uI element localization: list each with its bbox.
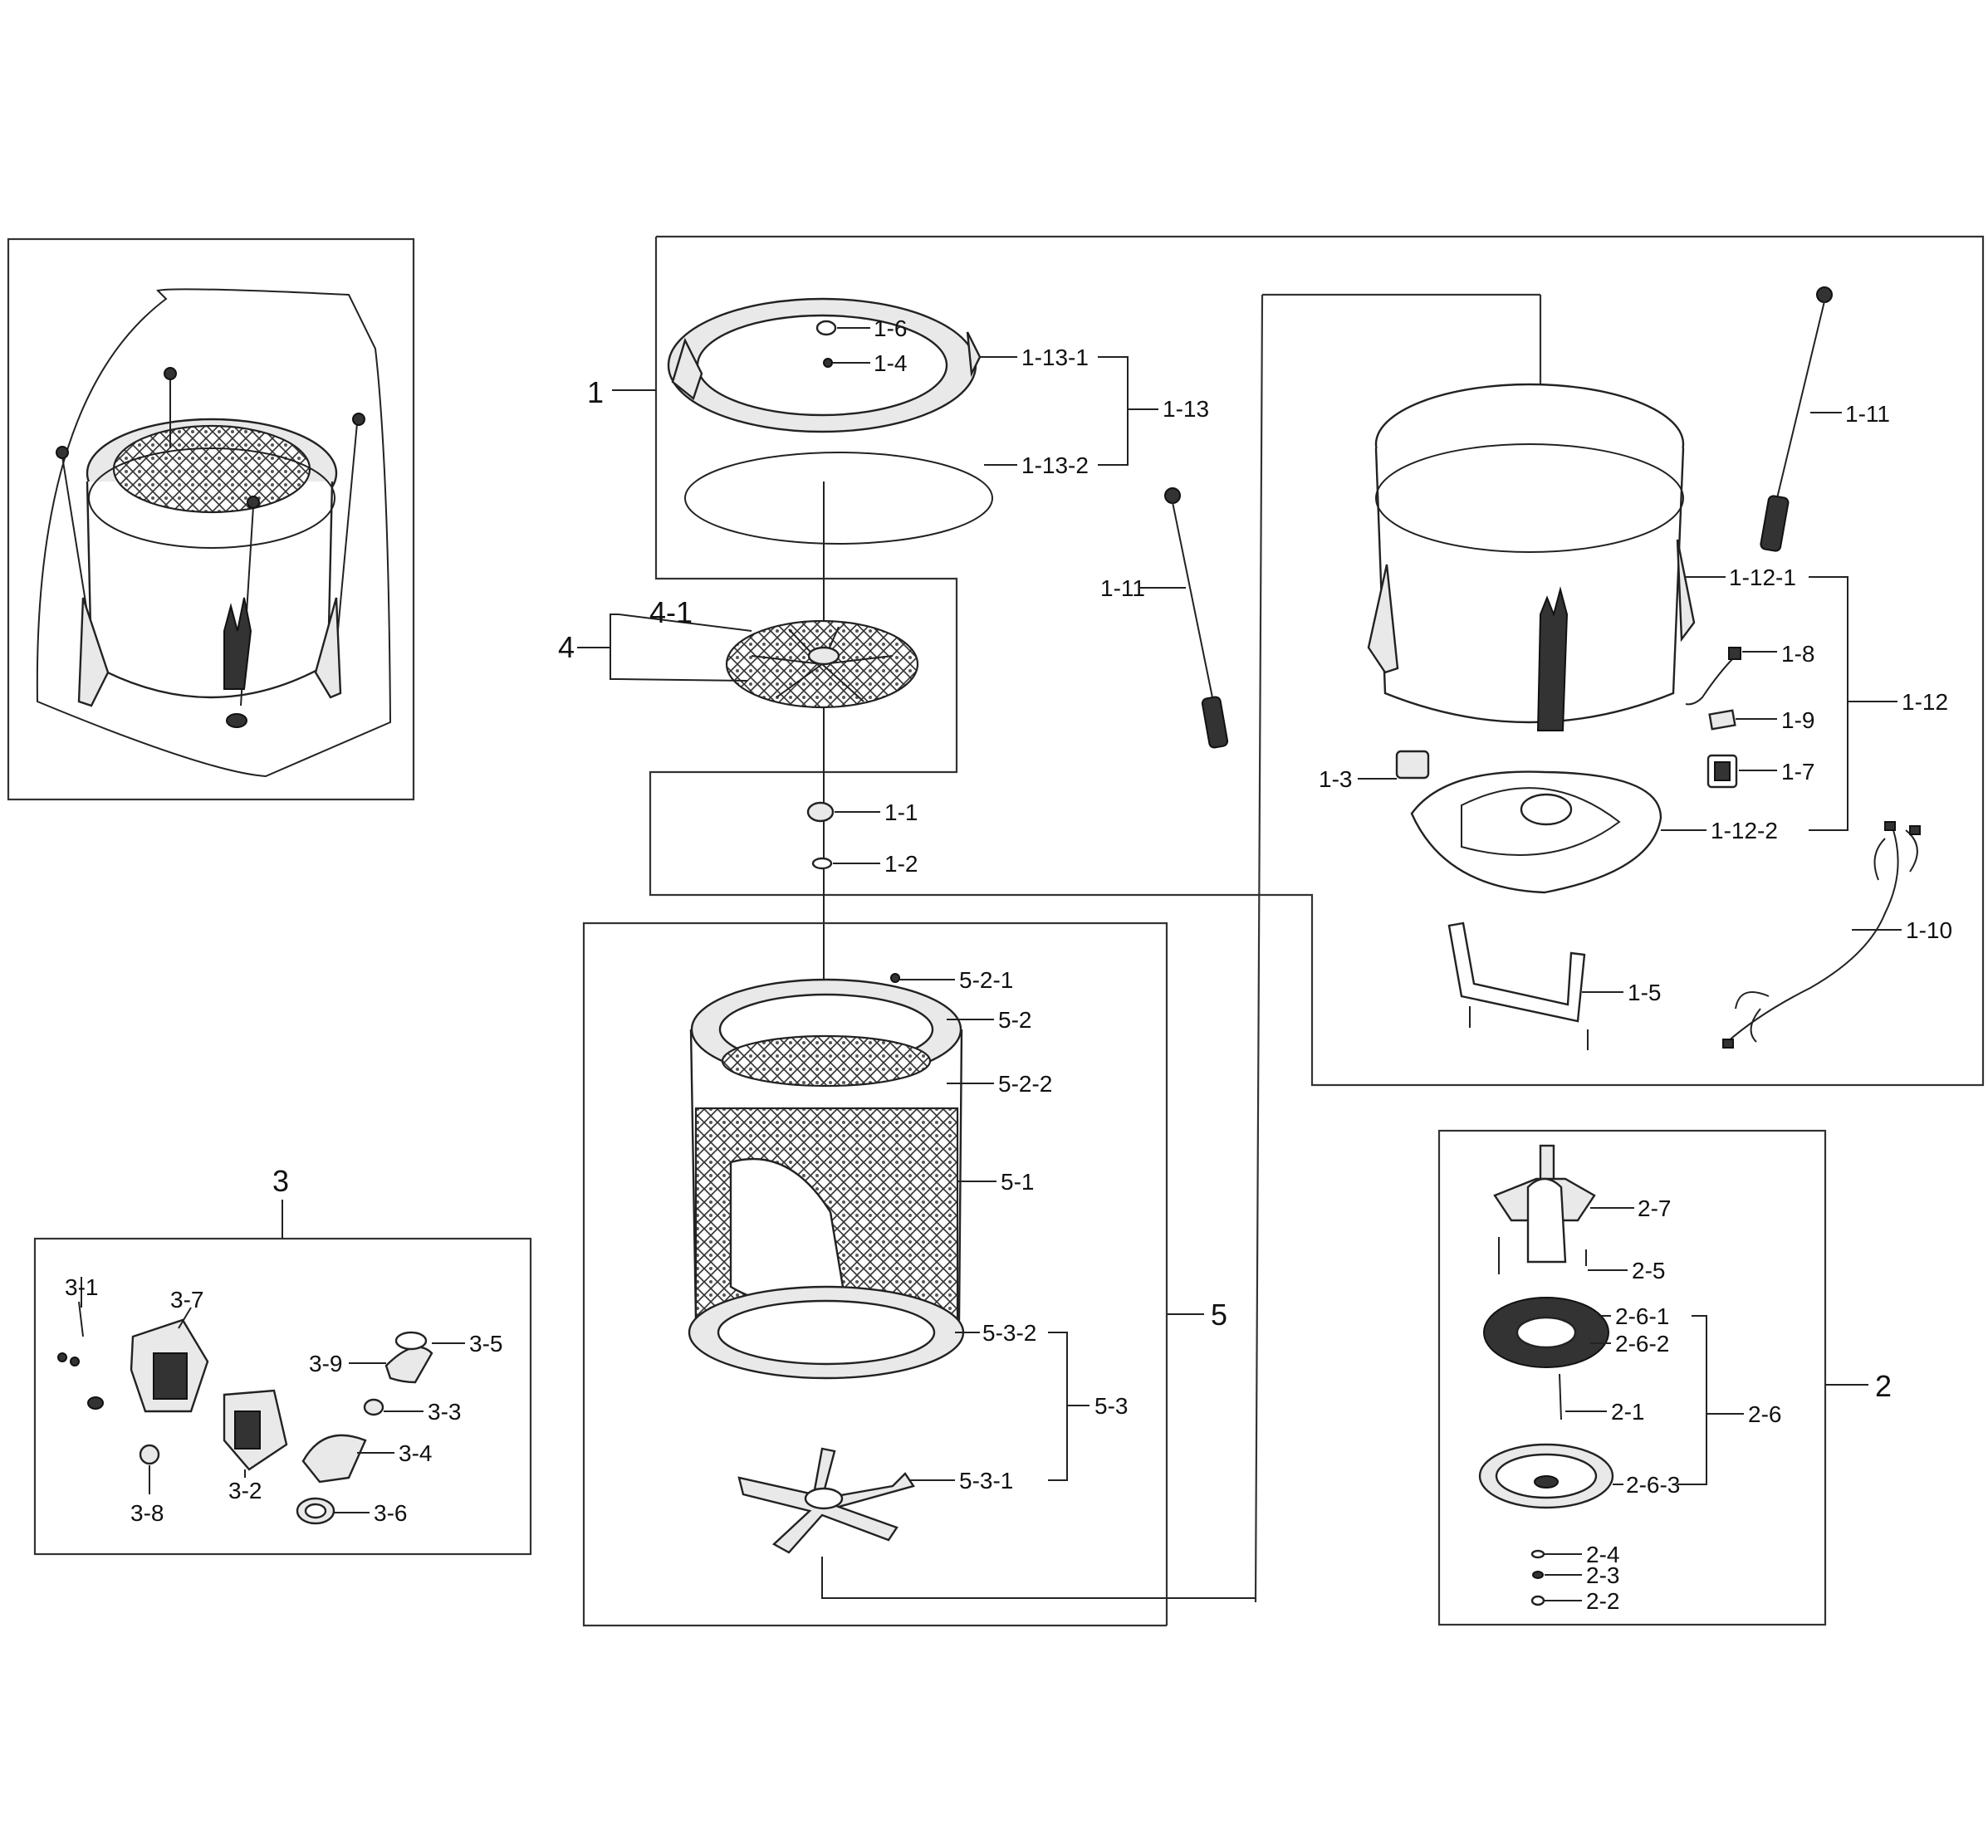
label-5-2-2: 5-2-2 xyxy=(998,1071,1052,1097)
part-1-9 xyxy=(1708,709,1777,731)
label-1-6: 1-6 xyxy=(874,315,907,341)
wire-harness-part xyxy=(1722,821,1921,1049)
basket-leaders xyxy=(899,979,1089,1481)
label-2-4: 2-4 xyxy=(1586,1542,1619,1567)
motor-parts xyxy=(1478,1144,1614,1606)
suspension-rod-right xyxy=(1760,286,1842,552)
label-3-8: 3-8 xyxy=(130,1500,164,1526)
label-5-3-1: 5-3-1 xyxy=(959,1468,1013,1494)
label-1-7: 1-7 xyxy=(1781,759,1814,785)
label-3-6: 3-6 xyxy=(374,1500,407,1526)
tub-cover-part xyxy=(667,297,993,545)
outer-tub-part xyxy=(1367,383,1696,731)
label-1-5: 1-5 xyxy=(1628,980,1661,1005)
label-2-7: 2-7 xyxy=(1638,1195,1671,1221)
label-3-4: 3-4 xyxy=(399,1440,432,1466)
suspension-rod-middle xyxy=(1140,487,1229,749)
group-2-outline xyxy=(1437,1129,1868,1626)
group-3-label: 3 xyxy=(272,1164,289,1198)
label-2-2: 2-2 xyxy=(1586,1588,1619,1614)
label-5-2: 5-2 xyxy=(998,1007,1031,1033)
drain-pump-leaders xyxy=(149,1307,465,1513)
label-1-3: 1-3 xyxy=(1319,766,1352,792)
bracket-part xyxy=(1447,922,1623,1050)
pulsator-part xyxy=(577,614,919,709)
nut-washer-part xyxy=(806,801,880,870)
label-1-4: 1-4 xyxy=(874,350,907,376)
label-1-8: 1-8 xyxy=(1781,641,1814,667)
part-1-7 xyxy=(1706,754,1777,789)
label-1-12-1: 1-12-1 xyxy=(1729,565,1796,590)
label-5-1: 5-1 xyxy=(1001,1169,1034,1195)
spider-part xyxy=(737,1447,915,1554)
part-1-8 xyxy=(1685,647,1777,706)
group-1-outline: 1 xyxy=(587,235,1985,1603)
label-2-6-2: 2-6-2 xyxy=(1615,1331,1669,1357)
label-2-3: 2-3 xyxy=(1586,1562,1619,1588)
label-1-2: 1-2 xyxy=(884,851,918,877)
overview-assembly-panel xyxy=(7,237,415,801)
label-1-12-2: 1-12-2 xyxy=(1711,818,1778,843)
label-2-6: 2-6 xyxy=(1748,1401,1781,1427)
group-2-label: 2 xyxy=(1875,1369,1892,1403)
label-1-11-middle: 1-11 xyxy=(1100,575,1145,601)
label-2-5: 2-5 xyxy=(1632,1258,1665,1283)
label-4-1: 4-1 xyxy=(649,595,693,629)
label-3-5: 3-5 xyxy=(469,1331,502,1357)
tub-base-part xyxy=(1410,770,1662,894)
label-2-1: 2-1 xyxy=(1611,1399,1644,1425)
label-1-1: 1-1 xyxy=(884,799,918,825)
label-5-2-1: 5-2-1 xyxy=(959,967,1013,993)
tub-leaders xyxy=(1661,576,1897,831)
label-3-7: 3-7 xyxy=(170,1287,203,1313)
label-3-9: 3-9 xyxy=(309,1351,342,1376)
part-1-3 xyxy=(1358,750,1430,780)
group-3-outline xyxy=(33,1200,532,1556)
motor-leaders xyxy=(1545,1207,1744,1601)
label-1-10: 1-10 xyxy=(1906,917,1952,943)
drain-pump-parts xyxy=(57,1277,433,1525)
label-1-11-right: 1-11 xyxy=(1845,401,1890,427)
group-5-label: 5 xyxy=(1211,1298,1227,1332)
label-3-2: 3-2 xyxy=(228,1478,262,1503)
label-5-3: 5-3 xyxy=(1094,1393,1128,1419)
label-1-9: 1-9 xyxy=(1781,707,1814,733)
label-1-13-2: 1-13-2 xyxy=(1021,452,1089,478)
group-4-label: 4 xyxy=(558,630,575,664)
label-1-12: 1-12 xyxy=(1902,689,1948,715)
label-3-1: 3-1 xyxy=(65,1274,98,1300)
label-2-6-3: 2-6-3 xyxy=(1626,1472,1680,1498)
label-5-3-2: 5-3-2 xyxy=(982,1320,1036,1346)
inner-basket-part xyxy=(688,973,965,1380)
label-2-6-1: 2-6-1 xyxy=(1615,1303,1669,1329)
group-1-label: 1 xyxy=(587,375,604,409)
group-5-outline xyxy=(582,922,1256,1627)
label-3-3: 3-3 xyxy=(428,1399,461,1425)
label-1-13: 1-13 xyxy=(1163,396,1209,422)
label-1-13-1: 1-13-1 xyxy=(1021,345,1089,370)
cover-leaders xyxy=(832,327,1158,466)
